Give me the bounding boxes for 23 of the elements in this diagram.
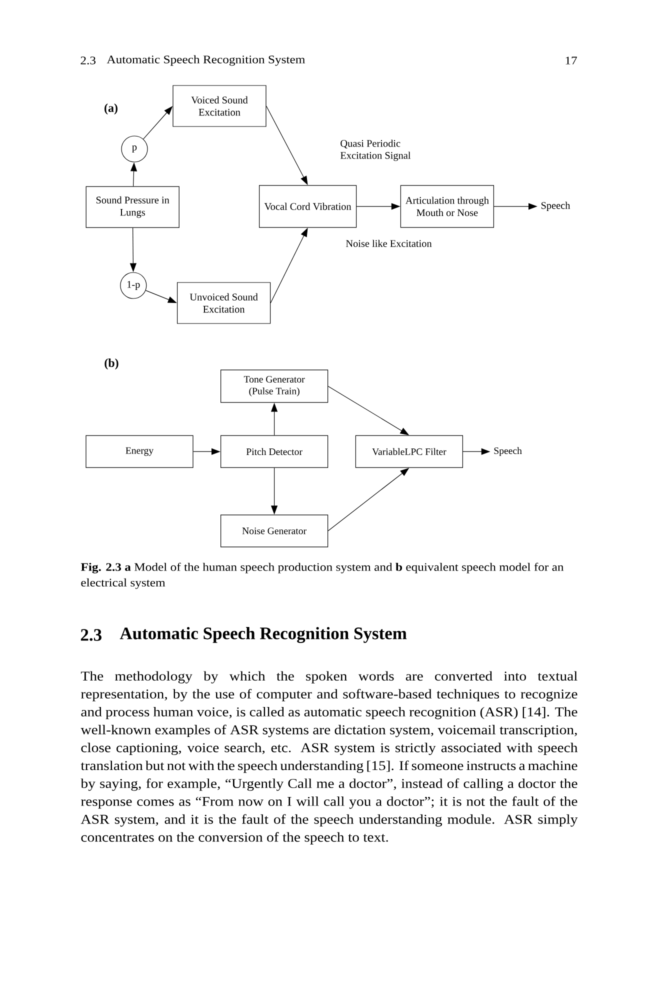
running-head: 2.3 [80, 56, 96, 64]
process-box: Pitch Detector [220, 435, 328, 468]
process-box: Sound Pressure in Lungs [86, 186, 180, 228]
process-box: Unvoiced Sound Excitation [177, 282, 271, 324]
process-box: Voiced Sound Excitation [172, 85, 266, 127]
figure-caption: Fig. 2.3 a Model of the human speech production system and b equivalent speech model for an electrical system [80, 562, 564, 589]
process-box: Vocal Cord Vibration [259, 185, 357, 228]
process-box: Noise Generator [220, 514, 328, 548]
process-box: VariableLPC Filter [355, 435, 463, 468]
output-text: Speech [541, 202, 570, 212]
process-box: Tone Generator (Pulse Train) [220, 370, 328, 403]
annotation-text: Noise like Excitation [346, 240, 432, 247]
panel-label: (b) [104, 358, 118, 370]
process-box: Energy [86, 435, 194, 468]
section-number: 2.3 [80, 629, 102, 641]
running-head: Automatic Speech Recognition System [106, 55, 306, 66]
page-number: 17 [566, 56, 577, 64]
body-paragraph: The methodology by which the spoken words are converted into textual representation, by the use of computer and software-based techniques to recognize and process human voice, is called as automatic speech recognition (ASR) [14]. The well-known examples of ASR systems are dictation system, voicemail transcription, close captioning, voice search, etc. ASR system is strictly associated with speech translation but not with the speech understanding [15]. If someone instructs a machine by saying, for example, “Urgently Call me a doctor”, instead of calling a doctor the response comes as “From now on I will call you a doctor”; it is not the fault of the ASR system, and it is the fault of the speech understanding module. ASR simply concentrates on the conversion of the speech to text. [80, 671, 578, 844]
output-text: Speech [494, 447, 522, 456]
section-heading: Automatic Speech Recognition System [120, 627, 407, 643]
process-box: Articulation through Mouth or Nose [400, 185, 494, 228]
annotation-text: Quasi Periodic Excitation Signal [340, 140, 411, 161]
panel-label: (a) [104, 104, 118, 114]
